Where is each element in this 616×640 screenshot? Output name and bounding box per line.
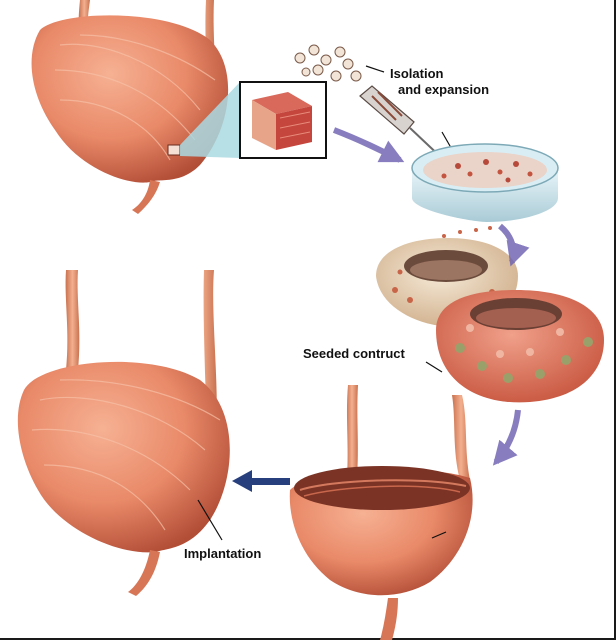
- petri-dish-icon: [411, 143, 559, 222]
- scaffold-icon: [376, 226, 518, 328]
- seeded-construct-icon: [425, 290, 604, 403]
- tissue-biopsy-icon: [239, 81, 327, 159]
- arrow-to-dish: [332, 127, 405, 163]
- cells-icon: [294, 44, 385, 82]
- process-arrows: [232, 127, 530, 492]
- isolation-label: Isolation: [390, 66, 444, 81]
- implantation-label: Implantation: [184, 546, 262, 561]
- arrow-to-open-bladder: [492, 409, 521, 466]
- arrow-to-scaffold: [497, 223, 530, 267]
- implanted-bladder: [17, 270, 230, 596]
- arrow-to-implant: [232, 470, 290, 492]
- open-bladder: [289, 385, 473, 640]
- seeded-construct-label: Seeded contruct: [303, 346, 405, 361]
- expansion-label: and expansion: [398, 82, 490, 97]
- source-bladder: [31, 0, 240, 214]
